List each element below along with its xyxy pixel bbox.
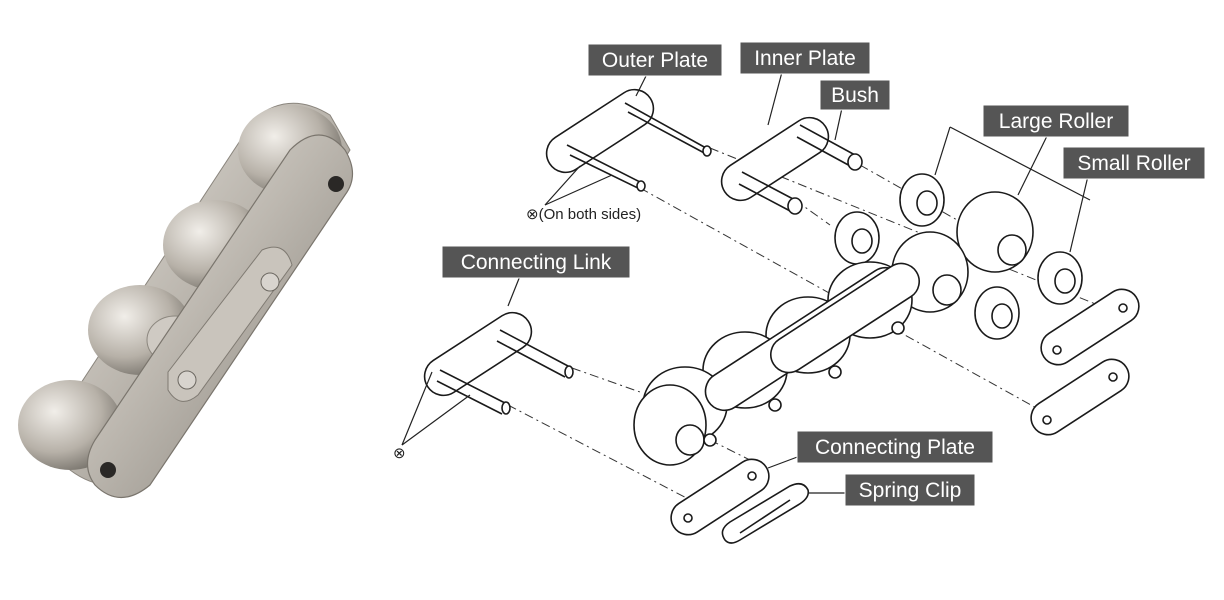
leader-lines	[401, 71, 1091, 494]
svg-text:Connecting Link: Connecting Link	[461, 251, 612, 274]
label-outer-plate: Outer Plate	[587, 43, 723, 77]
assembled-chain	[633, 261, 920, 466]
label-large-roller: Large Roller	[982, 104, 1130, 138]
note-cross-symbol: ⊗	[393, 445, 406, 462]
label-connecting-link: Connecting Link	[441, 245, 631, 279]
svg-text:Outer Plate: Outer Plate	[602, 49, 708, 72]
label-connecting-plate: Connecting Plate	[796, 430, 994, 464]
small-roller-part	[834, 173, 1083, 340]
svg-text:Inner Plate: Inner Plate	[754, 47, 856, 70]
inner-plate-part	[720, 116, 863, 215]
note-on-both-sides: ⊗(On both sides)	[526, 206, 641, 223]
svg-text:Large Roller: Large Roller	[999, 110, 1113, 133]
label-bush: Bush	[819, 79, 891, 111]
label-inner-plate: Inner Plate	[739, 41, 871, 75]
svg-text:Bush: Bush	[831, 84, 879, 107]
svg-text:Connecting Plate: Connecting Plate	[815, 436, 975, 459]
outer-plate-part	[545, 88, 712, 192]
label-spring-clip: Spring Clip	[844, 473, 976, 507]
exploded-diagram: Outer Plate Inner Plate Bush Large Rolle…	[393, 41, 1206, 544]
svg-text:Spring Clip: Spring Clip	[859, 479, 962, 502]
connecting-plate-part	[670, 458, 770, 536]
label-small-roller: Small Roller	[1062, 146, 1206, 180]
svg-text:Small Roller: Small Roller	[1077, 152, 1190, 175]
connecting-link-part	[423, 311, 574, 415]
spring-clip-part	[721, 482, 810, 544]
chain-photo	[18, 102, 354, 498]
loose-plates	[1030, 288, 1140, 436]
